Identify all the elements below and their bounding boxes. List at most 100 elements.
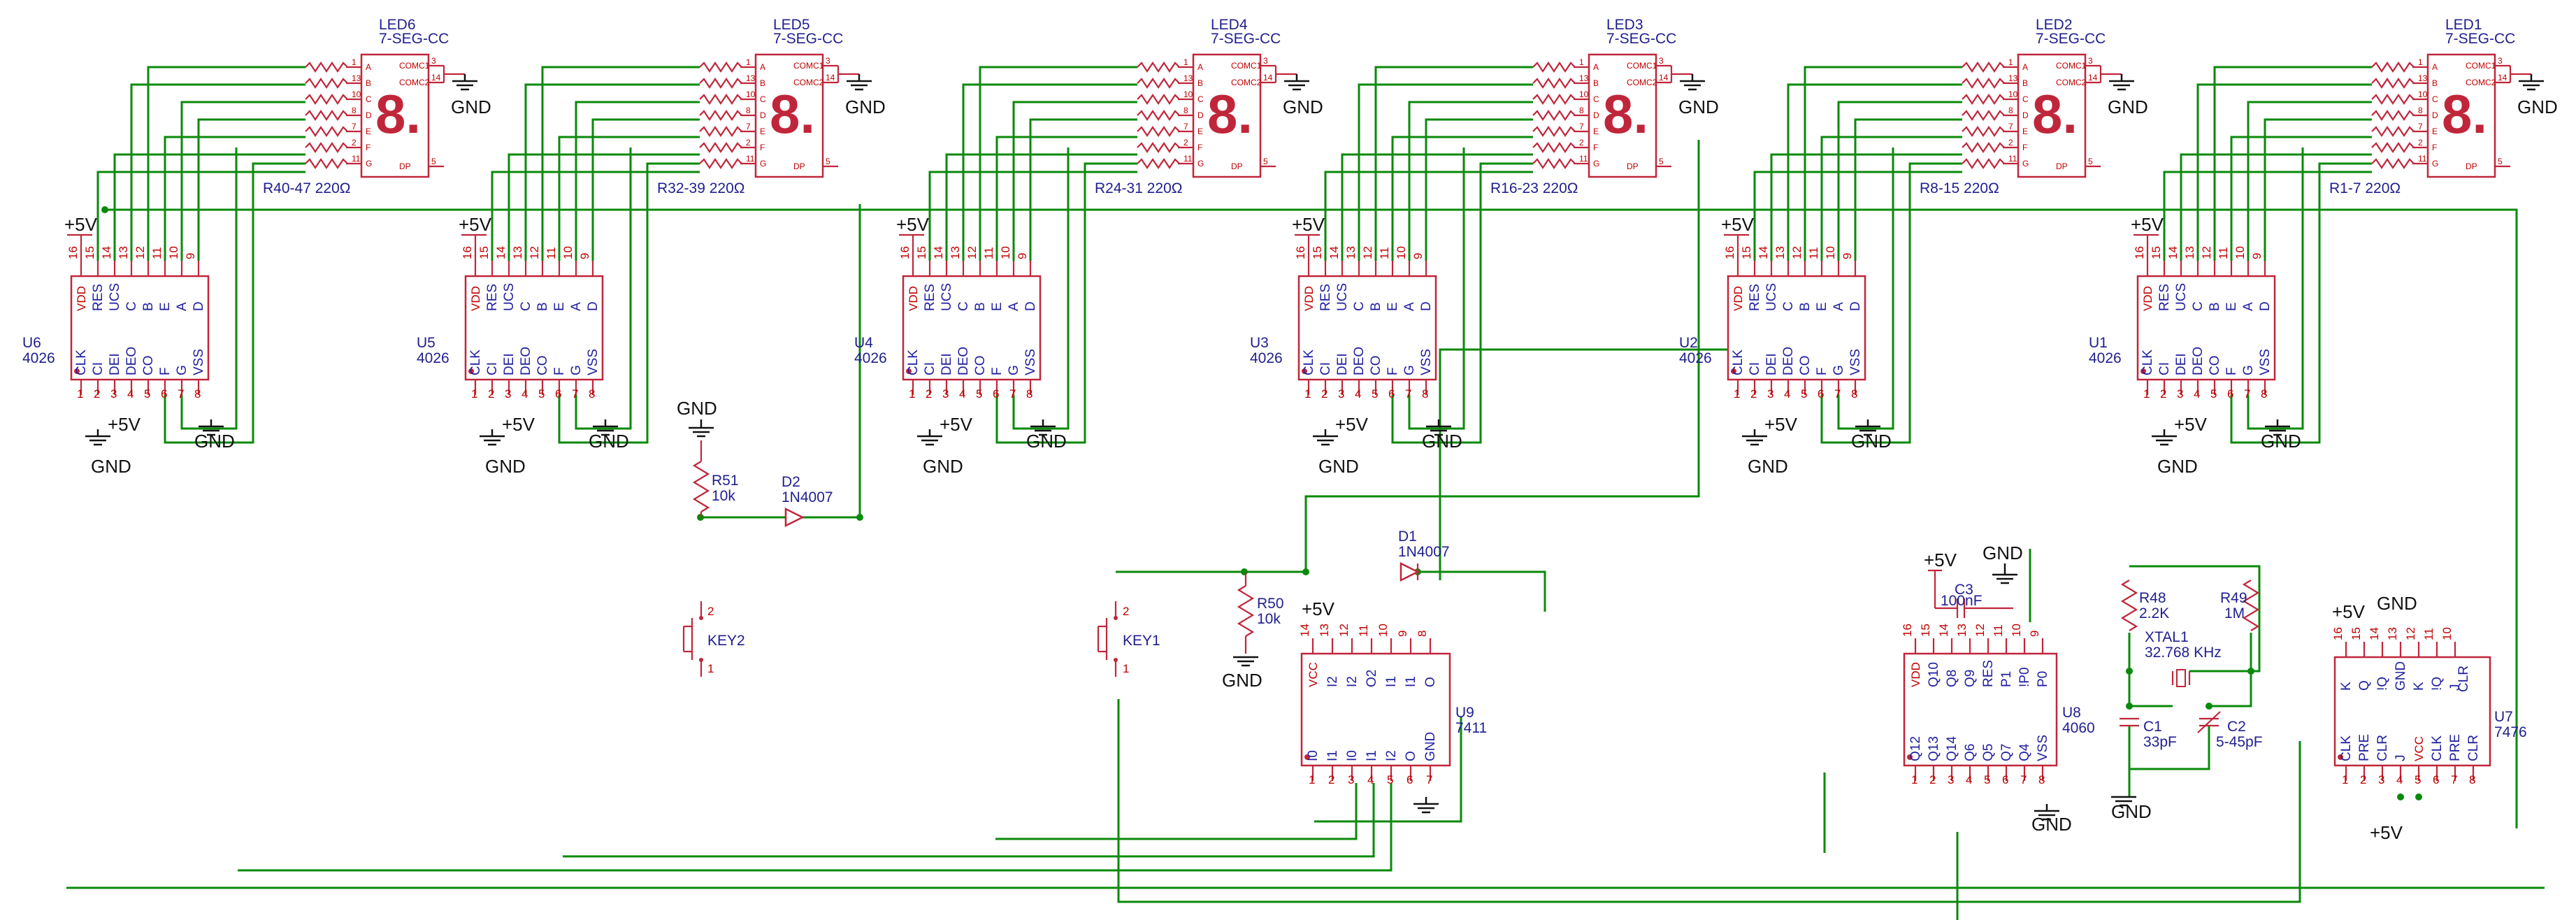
led-pin-num: 14 bbox=[1263, 73, 1273, 82]
led-pin-name: A bbox=[1197, 62, 1203, 72]
pin-num: 16 bbox=[1901, 624, 1914, 637]
pin-num: 2 bbox=[2160, 387, 2166, 401]
stage-wires bbox=[2163, 66, 2372, 444]
segment-resistor bbox=[1532, 142, 1576, 153]
d1-value: 1N4007 bbox=[1398, 544, 1450, 560]
pin-num: 13 bbox=[511, 246, 524, 259]
pin-name: GND bbox=[2394, 661, 2408, 691]
pin-name: Q6 bbox=[1963, 744, 1978, 761]
pin-name: CLR bbox=[2456, 666, 2471, 692]
led-pin-num: 10 bbox=[2418, 89, 2428, 99]
key1-switch[interactable] bbox=[1097, 601, 1118, 677]
counter-ic-body bbox=[1297, 275, 1437, 381]
pin1-marker bbox=[1731, 368, 1736, 374]
pin-num: 12 bbox=[1790, 246, 1804, 259]
led-pin-name: E bbox=[1593, 127, 1599, 136]
pin-name: DEO bbox=[2191, 347, 2206, 375]
pin-name: E bbox=[1386, 302, 1400, 311]
pin-name: Q12 bbox=[1908, 736, 1923, 761]
d2-diode bbox=[784, 507, 805, 528]
led-ref: LED4 bbox=[1211, 17, 1248, 33]
segment-resistor bbox=[1532, 158, 1576, 169]
bus-wire bbox=[2129, 726, 2210, 770]
pin-num: 8 bbox=[1422, 387, 1428, 401]
resistor-array-label: R1-7 220Ω bbox=[2329, 180, 2401, 196]
counter-ic-body bbox=[902, 275, 1042, 381]
pin-num: 14 bbox=[2368, 627, 2381, 640]
junction-dot bbox=[1302, 568, 1309, 575]
pin-num: 15 bbox=[2150, 246, 2163, 259]
pin-num: 16 bbox=[2331, 627, 2345, 640]
pin-num: 10 bbox=[999, 246, 1012, 259]
junction-dot bbox=[2206, 703, 2212, 710]
counter-ic-body bbox=[1727, 275, 1866, 381]
pin-num: 9 bbox=[184, 253, 197, 259]
pin-num: 6 bbox=[993, 387, 999, 401]
pin-name: J bbox=[2448, 684, 2463, 691]
segment-wire bbox=[995, 136, 1137, 261]
pin-num: 8 bbox=[2261, 387, 2267, 401]
led-pin-name: B bbox=[1593, 78, 1599, 88]
vcc-label: +5V bbox=[896, 214, 930, 235]
pin-num: 13 bbox=[1955, 624, 1969, 637]
pin-name: F bbox=[158, 367, 173, 375]
led-pin-num: 13 bbox=[1579, 73, 1589, 83]
led-pin-name: COMC1 bbox=[2466, 61, 2496, 71]
vcc-label: +5V bbox=[2131, 214, 2164, 235]
c2-ref: C2 bbox=[2227, 719, 2246, 735]
segment-wire bbox=[130, 83, 305, 261]
ic-body bbox=[1300, 652, 1451, 767]
ic-type: 7476 bbox=[2494, 724, 2527, 740]
led-ref: LED1 bbox=[2445, 17, 2482, 33]
junction-dot bbox=[2247, 668, 2254, 675]
pin-num: 5 bbox=[2415, 773, 2421, 786]
segment-wire bbox=[1820, 136, 1962, 261]
led-pin-name: COMC1 bbox=[1627, 61, 1657, 71]
segment-wire bbox=[995, 162, 1137, 444]
led-pin-num: 11 bbox=[1183, 154, 1193, 164]
pin-name: VSS bbox=[2258, 349, 2273, 375]
resistor-array-label: R40-47 220Ω bbox=[263, 180, 350, 196]
pin-name: CO bbox=[1369, 356, 1383, 376]
pin-num: 3 bbox=[1948, 773, 1954, 786]
gnd-label: GND bbox=[1422, 431, 1462, 452]
vcc-label: +5V bbox=[2370, 822, 2403, 843]
led-pin-num: 5 bbox=[1659, 157, 1664, 166]
pin-num: 9 bbox=[2250, 253, 2264, 259]
pin-num: 8 bbox=[589, 387, 595, 401]
segment-resistor bbox=[2371, 110, 2415, 121]
segment-resistor bbox=[2371, 126, 2415, 137]
segment-wire bbox=[1408, 101, 1533, 261]
key2-ref: KEY2 bbox=[707, 633, 745, 649]
pin-num: 5 bbox=[976, 387, 982, 401]
counter-type: 4026 bbox=[22, 350, 55, 366]
bus-wire bbox=[1418, 570, 1546, 612]
led-pin-name: DP bbox=[1231, 161, 1243, 171]
segment-resistor bbox=[2371, 62, 2415, 73]
pin-num: 10 bbox=[561, 246, 575, 259]
counter-type: 4026 bbox=[1679, 350, 1712, 366]
pin-num: 12 bbox=[965, 246, 979, 259]
pin-name: A bbox=[2241, 302, 2256, 311]
pin-name: C bbox=[1352, 301, 1367, 311]
bus-wire bbox=[563, 783, 1375, 858]
gnd-label: GND bbox=[1678, 96, 1719, 117]
pin-num: 2 bbox=[1321, 387, 1327, 401]
segment-resistor bbox=[1962, 110, 2005, 121]
pin-num: 2 bbox=[94, 387, 100, 401]
pin-name: E bbox=[552, 302, 567, 311]
led-pin-name: G bbox=[760, 159, 766, 168]
pin-name: B bbox=[1798, 302, 1813, 311]
r50-resistor bbox=[1237, 585, 1255, 637]
led-pin-name: A bbox=[760, 62, 765, 72]
led-pin-name: B bbox=[760, 78, 765, 88]
pin-num: 3 bbox=[2177, 387, 2183, 401]
r49-resistor bbox=[2242, 580, 2260, 631]
led-pin-name: COMC2 bbox=[2056, 78, 2087, 87]
pin-num: 7 bbox=[178, 387, 184, 401]
pin-name: B bbox=[535, 302, 550, 311]
key2-switch[interactable] bbox=[682, 601, 703, 677]
u8-oscillator-divider-ic: U8406016VDD15Q1014Q813Q912RES11P110!P09P… bbox=[1901, 624, 2095, 835]
